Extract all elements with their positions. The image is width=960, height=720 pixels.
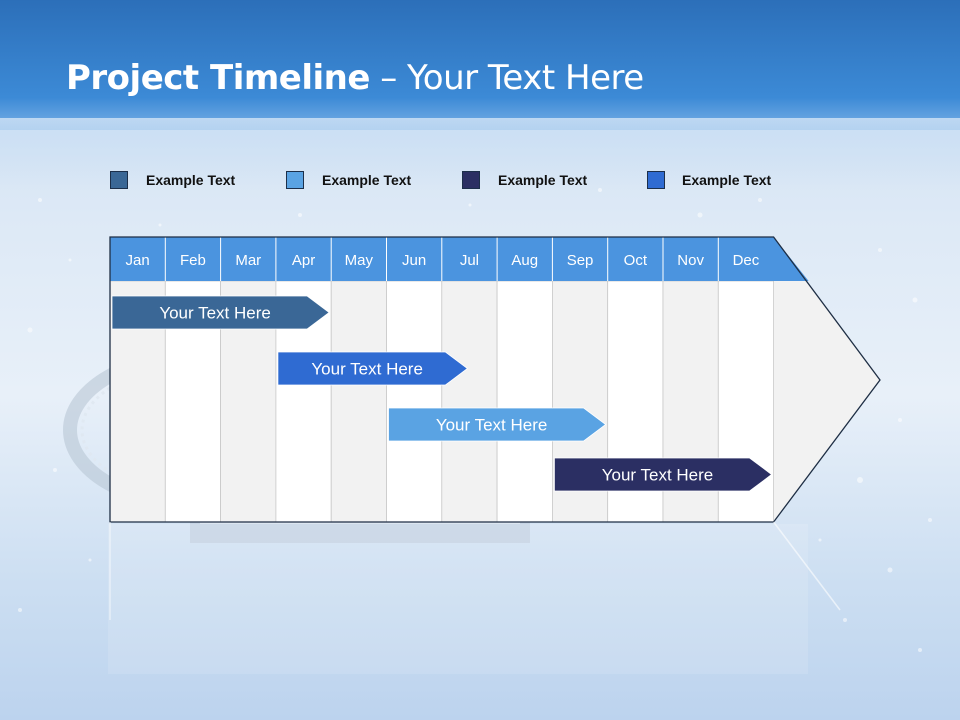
task-label: Your Text Here <box>311 360 423 379</box>
month-label-apr: Apr <box>292 252 315 269</box>
page-title: Project Timeline – Your Text Here <box>66 58 644 98</box>
month-label-jun: Jun <box>402 252 426 269</box>
reflection-edge <box>773 521 841 611</box>
month-label-dec: Dec <box>733 252 760 269</box>
legend-label: Example Text <box>682 172 772 188</box>
timeline-arrow-outline <box>109 236 881 523</box>
legend-label: Example Text <box>322 172 412 188</box>
task-bar <box>554 457 773 492</box>
month-label-jul: Jul <box>460 252 479 269</box>
month-label-nov: Nov <box>677 252 704 269</box>
task-bar <box>388 407 607 442</box>
month-label-sep: Sep <box>567 252 594 269</box>
month-column <box>496 280 553 523</box>
legend-swatch <box>647 171 665 189</box>
task-bar <box>277 351 469 386</box>
task-label: Your Text Here <box>436 416 548 435</box>
month-label-may: May <box>345 252 374 269</box>
legend-swatch <box>110 171 128 189</box>
title-bold: Project Timeline <box>66 58 370 98</box>
task-bar <box>111 295 330 330</box>
title-rest: – Your Text Here <box>369 58 644 98</box>
title-banner <box>0 0 960 130</box>
month-label-jan: Jan <box>126 252 150 269</box>
month-label-mar: Mar <box>235 252 261 269</box>
month-column <box>330 280 387 523</box>
legend-swatch <box>286 171 304 189</box>
banner-fade <box>0 118 960 188</box>
month-column <box>441 280 498 523</box>
legend-swatch <box>462 171 480 189</box>
task-label: Your Text Here <box>602 466 714 485</box>
legend-label: Example Text <box>146 172 236 188</box>
month-label-feb: Feb <box>180 252 206 269</box>
month-column <box>386 280 443 523</box>
legend-label: Example Text <box>498 172 588 188</box>
month-label-oct: Oct <box>624 252 648 269</box>
month-label-aug: Aug <box>511 252 538 269</box>
task-label: Your Text Here <box>159 304 271 323</box>
month-header-band <box>110 237 809 281</box>
